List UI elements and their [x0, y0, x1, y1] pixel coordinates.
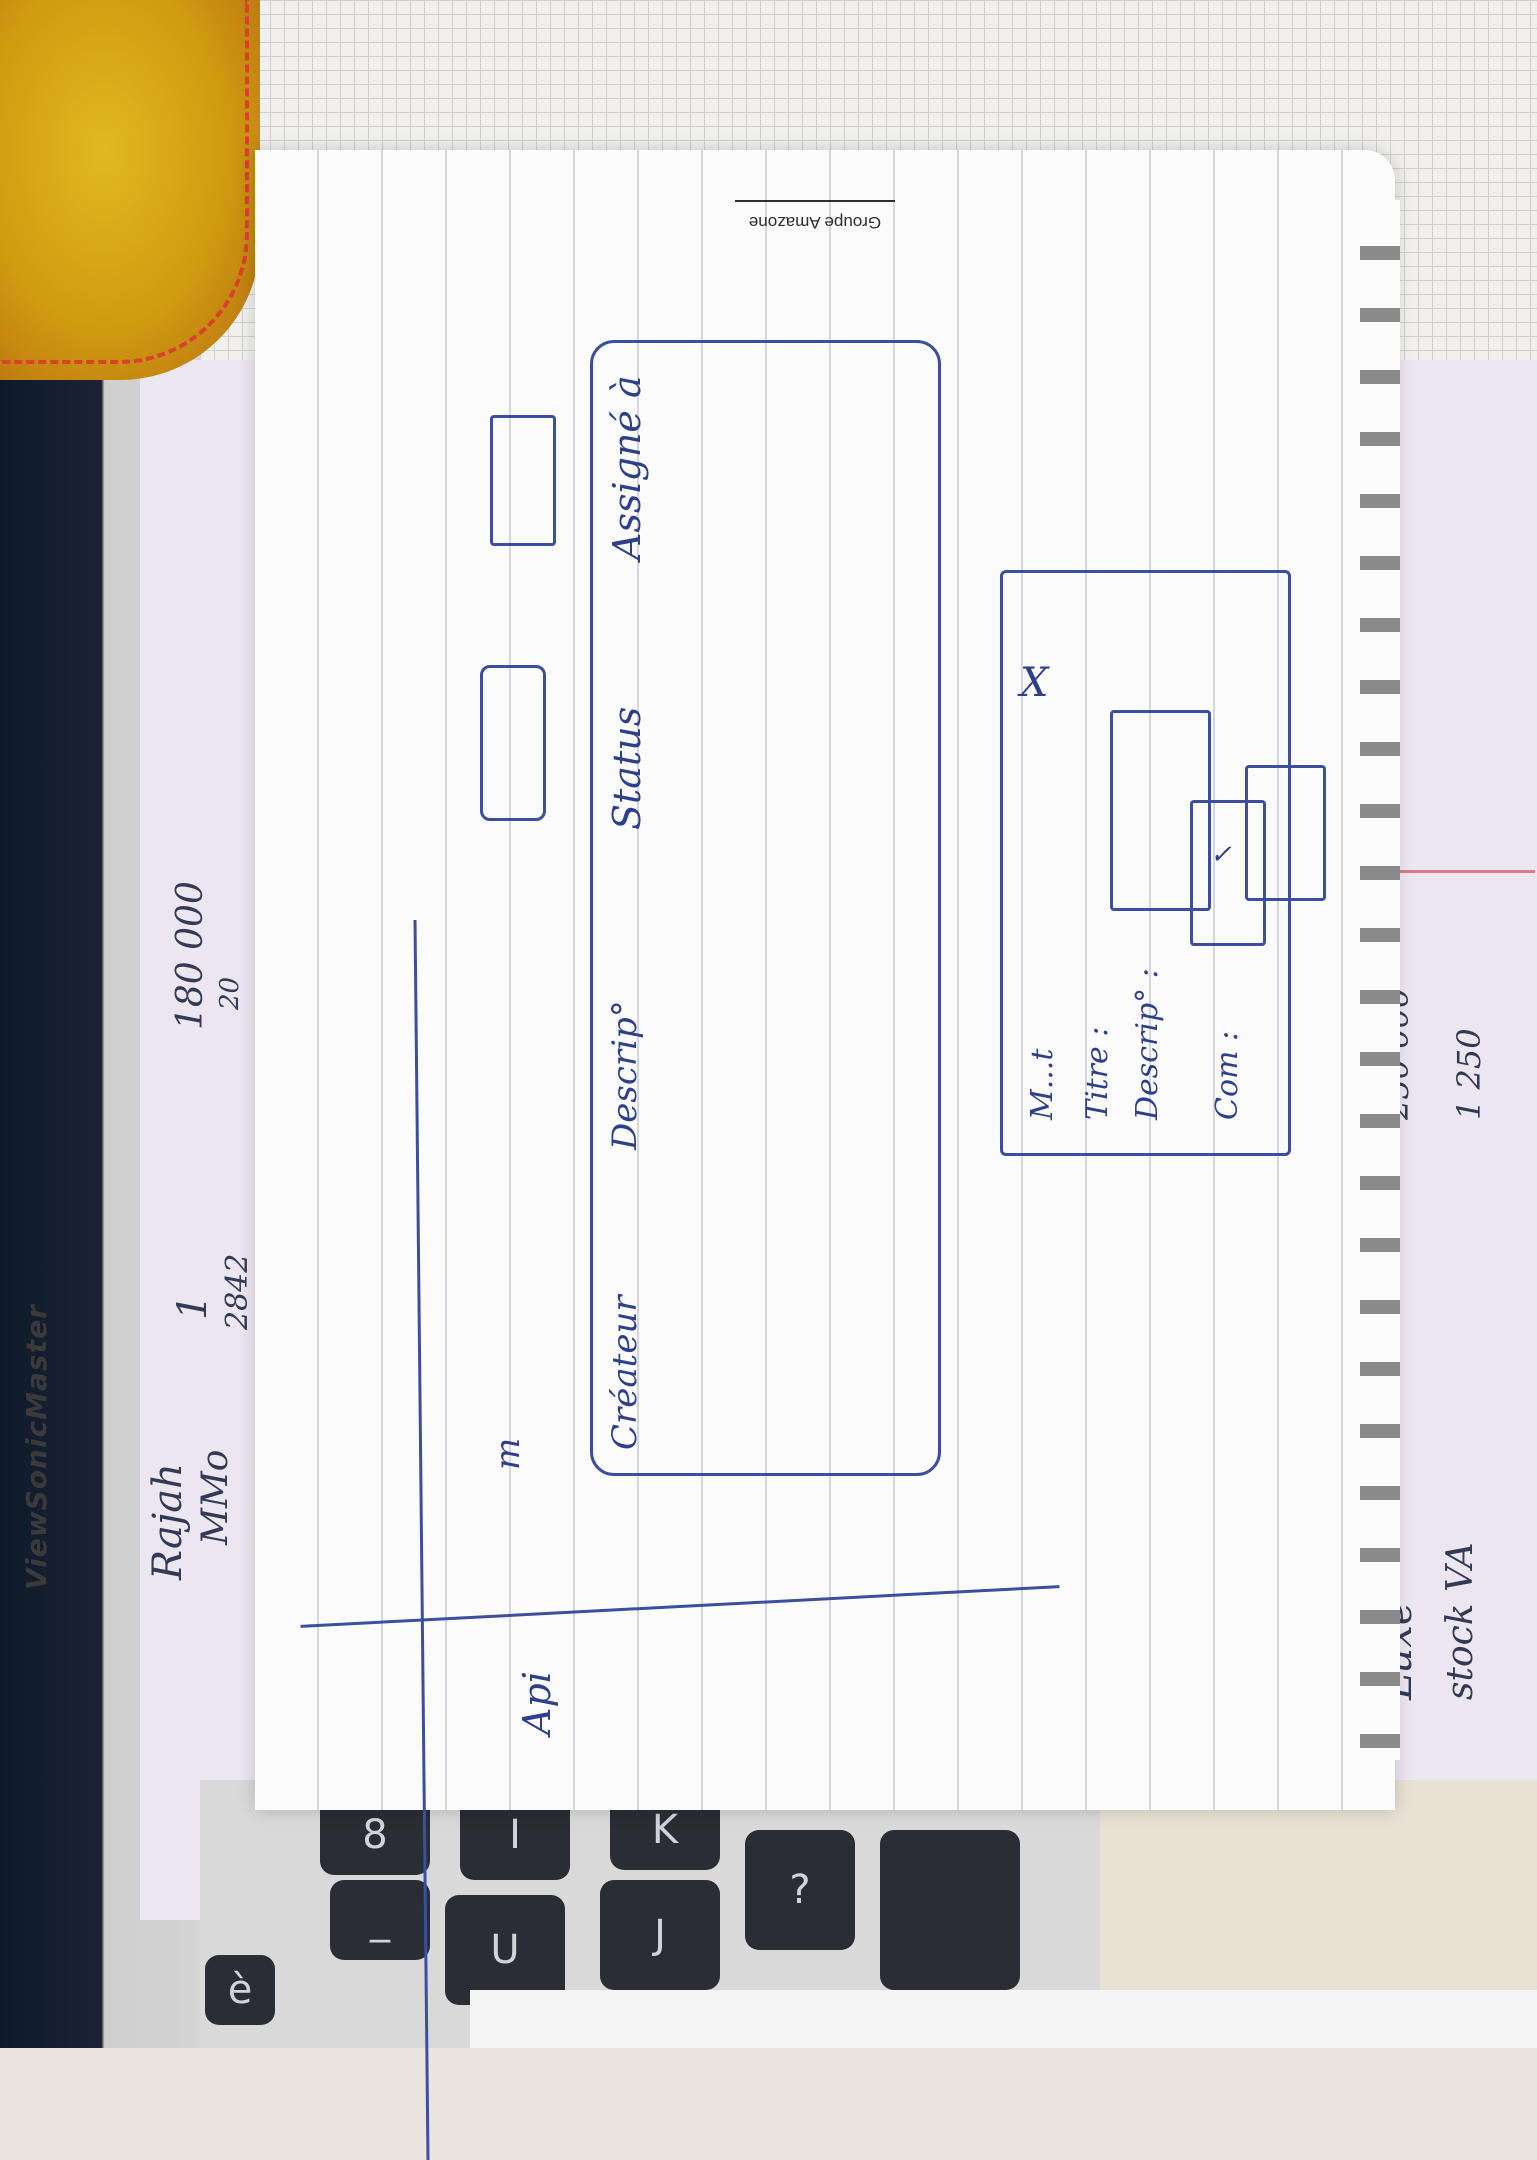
search-input[interactable]	[480, 665, 546, 821]
key-blank	[880, 1830, 1020, 1990]
key-e-grave: è	[205, 1955, 275, 2025]
create-task-modal	[1000, 570, 1291, 1156]
modal-label-combo: Com :	[1210, 1030, 1245, 1120]
note-number-1: 1	[170, 1294, 216, 1320]
select-chevron-icon: ✓	[1210, 840, 1232, 870]
column-header-assigned: Assigné à	[605, 375, 649, 560]
note-number-2: 2842	[220, 1253, 255, 1330]
key-label: I	[509, 1812, 521, 1858]
paper-edge-bottom	[470, 1990, 1537, 2048]
key-u: U	[445, 1895, 565, 2005]
sheet-brand-label: Groupe Amazone	[735, 200, 895, 232]
key-underscore: _	[330, 1880, 430, 1960]
note-name-1: Rajah	[145, 1463, 191, 1580]
modal-title: M...t	[1025, 1048, 1060, 1120]
key-label: U	[490, 1927, 520, 1973]
key-label: ?	[789, 1867, 811, 1913]
modal-close-icon[interactable]: X	[1020, 660, 1049, 706]
modal-select-field[interactable]	[1190, 800, 1266, 946]
modal-submit-button[interactable]	[1245, 765, 1326, 901]
key-label: K	[651, 1807, 679, 1853]
note-item-4: 1 250	[1450, 1028, 1488, 1120]
laptop-brand: ViewSonicMaster	[20, 1304, 53, 1590]
note-name-2: MMo	[195, 1449, 236, 1545]
modal-label-title: Titre :	[1080, 1026, 1115, 1120]
app-label: Api	[515, 1671, 559, 1735]
note-item-2: stock VA	[1440, 1542, 1481, 1700]
key-label: è	[227, 1967, 253, 2013]
key-label: J	[654, 1912, 666, 1958]
wireframe-sheet	[255, 150, 1395, 1810]
column-header-status: Status	[605, 706, 649, 830]
cloth-stitch	[0, 0, 249, 364]
tasks-table	[590, 340, 941, 1476]
key-j: J	[600, 1880, 720, 1990]
note-number-4: 20	[215, 976, 245, 1010]
name-label: m	[488, 1437, 528, 1470]
column-header-description: Descrip°	[605, 1000, 645, 1150]
note-number-3: 180 000	[170, 881, 211, 1030]
spiral-tear-edge	[1360, 200, 1400, 1760]
key-label: 8	[362, 1812, 388, 1858]
key-question: ?	[745, 1830, 855, 1950]
key-label: _	[370, 1897, 390, 1943]
modal-label-description: Descrip° :	[1130, 968, 1165, 1120]
filter-icon[interactable]	[490, 415, 556, 546]
column-header-creator: Créateur	[605, 1295, 645, 1450]
modal-description-field[interactable]	[1110, 710, 1211, 911]
